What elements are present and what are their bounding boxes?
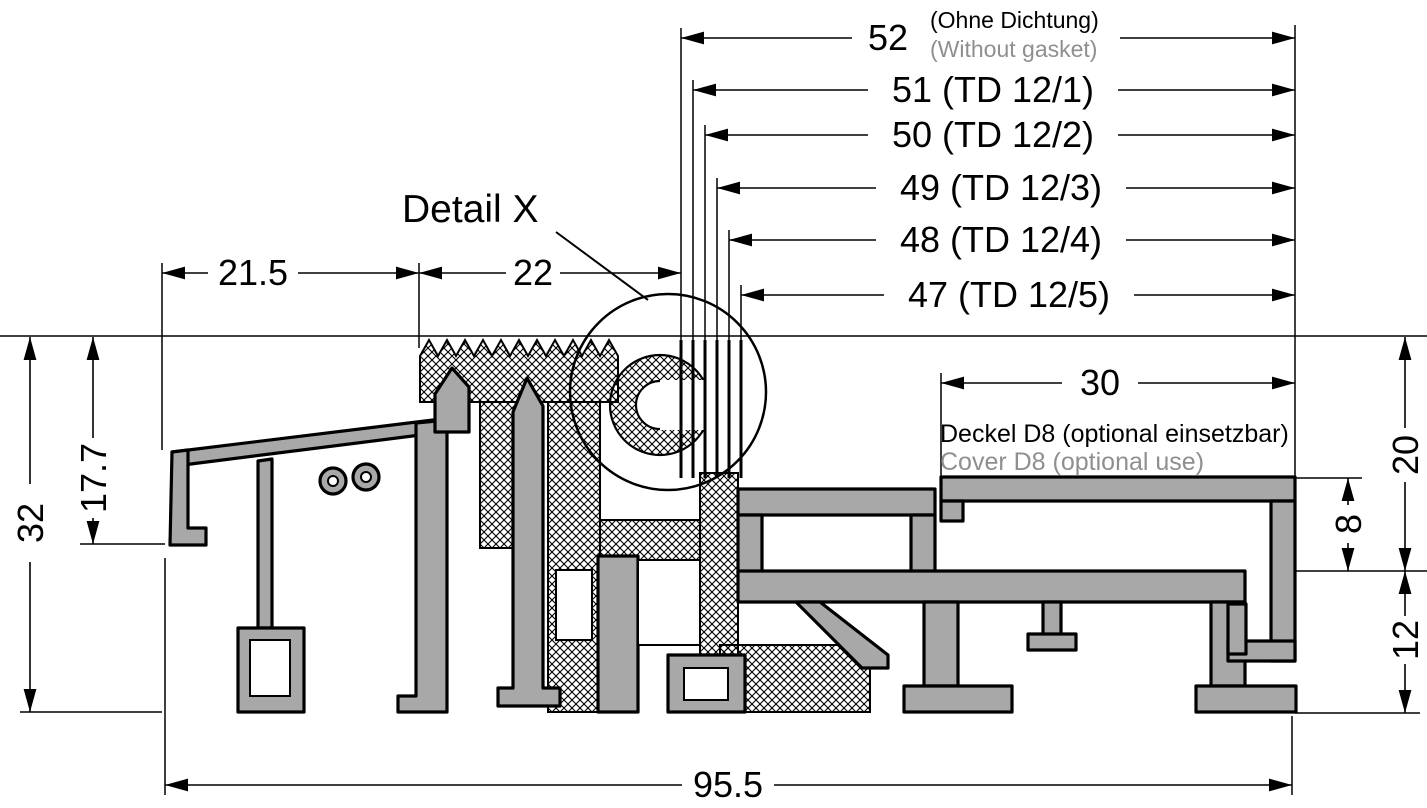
gasket-column-left: [479, 401, 517, 549]
cover-d8-left-lip: [939, 499, 965, 523]
c-gasket-group: [608, 353, 726, 457]
dim-51-value: 51 (TD 12/1): [892, 69, 1094, 110]
cover-d8-hook-up: [1226, 602, 1248, 656]
cover-d8-plate: [939, 475, 1297, 503]
dimension-52: 52 (Ohne Dichtung) (Without gasket): [681, 7, 1295, 62]
left-profile-web: [256, 457, 274, 630]
dimension-49: 49 (TD 12/3): [717, 167, 1295, 208]
extension-lines-group: [20, 25, 1427, 795]
dim-95-5-value: 95.5: [693, 764, 763, 805]
cover-note-en: Cover D8 (optional use): [940, 448, 1204, 476]
dim-52-note-de: (Ohne Dichtung): [930, 7, 1099, 33]
dim-48-value: 48 (TD 12/4): [900, 219, 1102, 260]
dimension-8: 8: [1328, 478, 1369, 571]
right-profile-leg-1: [922, 600, 960, 688]
detail-leader-line: [555, 231, 649, 301]
left-profile-column: [396, 418, 449, 714]
dimension-17-7: 17.7: [73, 337, 114, 544]
center-column: [496, 376, 562, 708]
right-profile-brace: [794, 600, 890, 670]
aluminum-profiles-group: [168, 366, 1298, 714]
dimension-48: 48 (TD 12/4): [729, 219, 1295, 260]
dim-8-value: 8: [1328, 514, 1369, 534]
right-profile-right-leg: [909, 513, 937, 575]
dimension-32: 32: [10, 337, 51, 712]
center-foot: [666, 653, 747, 714]
center-lower-column: [596, 554, 640, 714]
detail-callout-group: Detail X: [402, 188, 768, 492]
dimension-21-5: 21.5: [162, 252, 419, 293]
left-profile-deck: [170, 418, 438, 468]
dimension-95-5: 95.5: [165, 764, 1292, 805]
chamber-center-foot: [683, 667, 729, 701]
dimension-50: 50 (TD 12/2): [705, 114, 1295, 155]
dim-17-7-value: 17.7: [73, 443, 114, 513]
center-upstand: [433, 366, 471, 434]
dimension-22: 22: [419, 252, 681, 293]
right-profile-top-bar: [736, 487, 937, 517]
dim-52-note-en: (Without gasket): [930, 36, 1097, 62]
dimension-51: 51 (TD 12/1): [693, 69, 1295, 110]
dim-22-value: 22: [513, 252, 553, 293]
dim-50-value: 50 (TD 12/2): [892, 114, 1094, 155]
chamber-cutouts-group: [249, 471, 729, 701]
left-profile-end-hook: [168, 448, 208, 547]
cover-note-de: Deckel D8 (optional einsetzbar): [940, 420, 1289, 448]
gasket-column-right: [699, 472, 739, 661]
chamber-left-foot: [249, 639, 291, 697]
dim-12-value: 12: [1385, 620, 1426, 660]
clip-hole-left: [327, 475, 339, 487]
dimension-30: 30: [941, 362, 1295, 403]
dim-47-value: 47 (TD 12/5): [908, 274, 1110, 315]
gasket-column-mid: [547, 401, 601, 713]
cover-note-group: Deckel D8 (optional einsetzbar) Cover D8…: [940, 420, 1289, 476]
detail-circle: [568, 292, 768, 492]
dim-30-value: 30: [1080, 362, 1120, 403]
right-profile-hook-plate: [1026, 632, 1078, 652]
dim-49-value: 49 (TD 12/3): [900, 167, 1102, 208]
right-profile-foot-2: [1194, 684, 1298, 714]
dimension-20: 20: [1385, 337, 1426, 571]
right-profile-web: [736, 569, 1247, 604]
chamber-mid-column: [555, 569, 593, 641]
right-profile-foot-1: [902, 684, 1014, 714]
clip-hole-right: [360, 471, 372, 483]
gasket-bridge: [599, 519, 701, 561]
cover-d8-right-column: [1269, 499, 1297, 663]
gasket-leaves-group: [679, 340, 743, 478]
dim-52-value: 52: [868, 17, 908, 58]
chamber-center: [637, 559, 701, 646]
dim-20-value: 20: [1385, 435, 1426, 475]
right-profile-left-leg: [736, 513, 764, 575]
dim-32-value: 32: [10, 503, 51, 543]
dimension-12: 12: [1385, 571, 1426, 713]
dim-21-5-value: 21.5: [218, 252, 288, 293]
detail-x-label: Detail X: [402, 188, 539, 231]
dimension-47: 47 (TD 12/5): [741, 274, 1295, 315]
